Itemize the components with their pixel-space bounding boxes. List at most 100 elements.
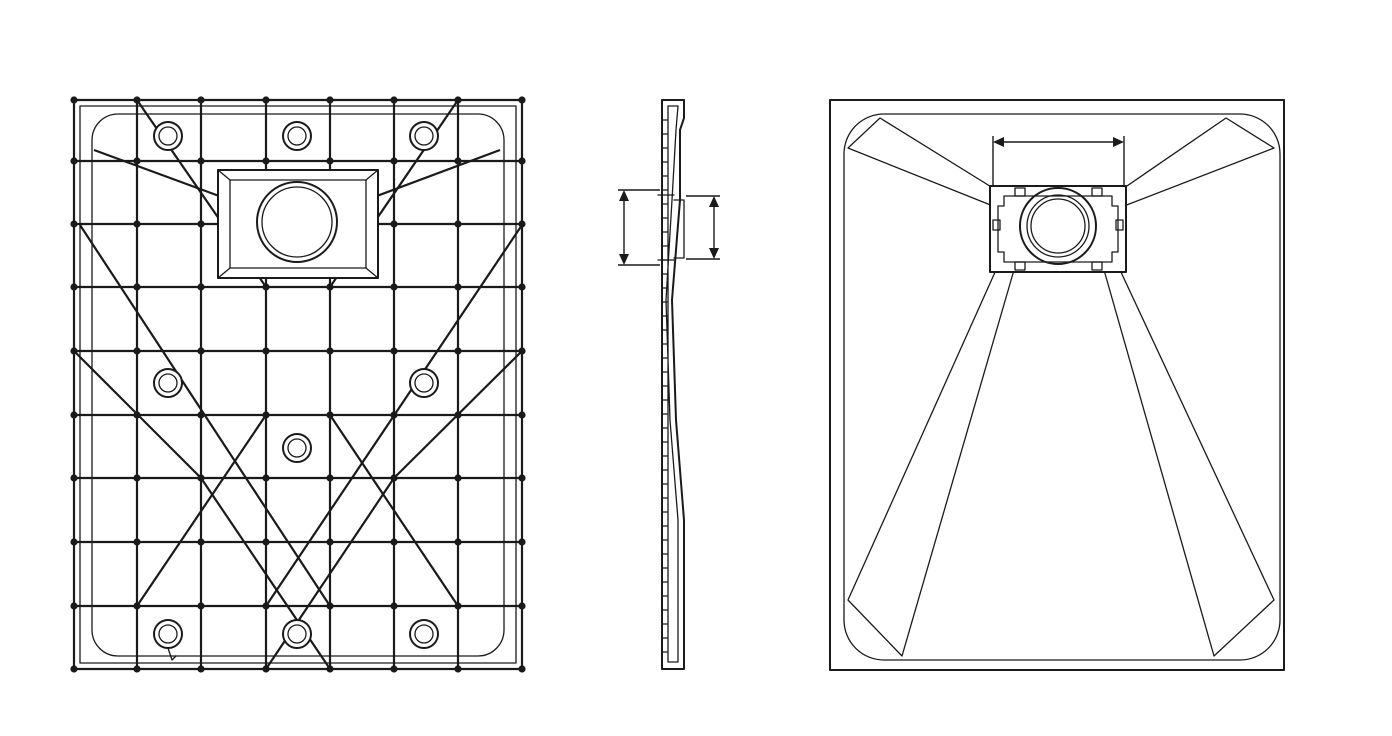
support-foot-inner — [158, 624, 178, 644]
rib-node — [197, 411, 205, 419]
drain-outlet-circle — [256, 181, 338, 263]
rib-node — [133, 283, 141, 291]
support-feet — [153, 121, 439, 661]
rib-node — [70, 474, 78, 482]
rib-node — [326, 157, 334, 165]
support-foot-inner — [287, 624, 307, 644]
support-foot-outer — [282, 433, 312, 463]
drain-width-dimension — [992, 136, 1125, 186]
rib-node — [70, 283, 78, 291]
rib-node — [326, 283, 334, 291]
rib-node — [133, 96, 141, 104]
side-profile-outline — [661, 99, 685, 670]
rib-node — [70, 96, 78, 104]
rib-node — [454, 538, 462, 546]
support-foot-outer — [153, 619, 183, 649]
rib-node — [133, 538, 141, 546]
rib-node — [262, 96, 270, 104]
rib-node — [390, 602, 398, 610]
rib-node — [390, 474, 398, 482]
support-foot-inner — [287, 438, 307, 458]
support-foot-outer — [153, 368, 183, 398]
rib-node — [262, 665, 270, 673]
slope-groove-top-right — [1123, 117, 1275, 207]
rib-node — [454, 283, 462, 291]
rib-node — [262, 602, 270, 610]
rib-node — [197, 283, 205, 291]
rib-node — [390, 665, 398, 673]
rib-node — [70, 347, 78, 355]
rib-node — [262, 347, 270, 355]
top-view-tray-outline — [843, 113, 1281, 661]
slope-groove-top-left — [847, 117, 994, 207]
support-foot-outer — [409, 368, 439, 398]
rib-node — [390, 411, 398, 419]
slope-groove-bottom-right — [1103, 269, 1275, 657]
rib-node — [262, 283, 270, 291]
rib-node — [454, 474, 462, 482]
rib-node — [326, 538, 334, 546]
rib-node — [262, 474, 270, 482]
rib-node — [70, 157, 78, 165]
rib-node — [70, 411, 78, 419]
rib-node — [133, 665, 141, 673]
rib-node — [326, 474, 334, 482]
rib-node — [326, 665, 334, 673]
rib-node — [518, 283, 526, 291]
rib-node — [518, 538, 526, 546]
rib-nodes — [70, 96, 526, 673]
drain-hook — [167, 647, 177, 661]
support-foot-inner — [414, 373, 434, 393]
rib-node — [390, 283, 398, 291]
rib-node — [518, 665, 526, 673]
rib-view-inner-frame — [79, 105, 517, 664]
rib-diagonal — [136, 414, 267, 607]
rib-diagonal — [93, 148, 231, 202]
top-surface-view — [829, 99, 1285, 671]
rib-node — [262, 538, 270, 546]
support-foot-outer — [409, 619, 439, 649]
support-foot-outer — [409, 121, 439, 151]
rib-node — [390, 347, 398, 355]
rib-node — [518, 157, 526, 165]
rib-diagonal — [365, 148, 501, 202]
drain-body-outer — [989, 185, 1127, 273]
rib-node — [197, 96, 205, 104]
rib-node — [197, 157, 205, 165]
rib-node — [197, 474, 205, 482]
rib-node — [454, 602, 462, 610]
rib-node — [518, 411, 526, 419]
rib-node — [70, 602, 78, 610]
rib-diagonal — [79, 224, 331, 607]
rib-node — [454, 157, 462, 165]
rib-node — [133, 220, 141, 228]
rib-node — [518, 602, 526, 610]
rib-node — [133, 411, 141, 419]
rib-node — [133, 157, 141, 165]
rib-node — [197, 347, 205, 355]
underside-rib-view — [70, 96, 526, 673]
rib-node — [70, 665, 78, 673]
slope-groove-bottom-left — [847, 269, 1015, 657]
height-dimension-left — [618, 189, 660, 266]
top-drain-inner-ring — [1026, 194, 1090, 258]
rib-node — [262, 157, 270, 165]
rib-node — [390, 220, 398, 228]
rib-node — [390, 96, 398, 104]
support-foot-inner — [158, 373, 178, 393]
profile-ticks — [661, 119, 668, 653]
rib-node — [454, 220, 462, 228]
rib-node — [326, 347, 334, 355]
rib-node — [70, 220, 78, 228]
rib-node — [518, 347, 526, 355]
rib-node — [133, 602, 141, 610]
rib-node — [262, 411, 270, 419]
rib-node — [326, 96, 334, 104]
support-foot-outer — [282, 619, 312, 649]
rib-node — [133, 347, 141, 355]
support-foot-inner — [287, 126, 307, 146]
rib-node — [454, 665, 462, 673]
rib-node — [390, 157, 398, 165]
rib-node — [197, 602, 205, 610]
